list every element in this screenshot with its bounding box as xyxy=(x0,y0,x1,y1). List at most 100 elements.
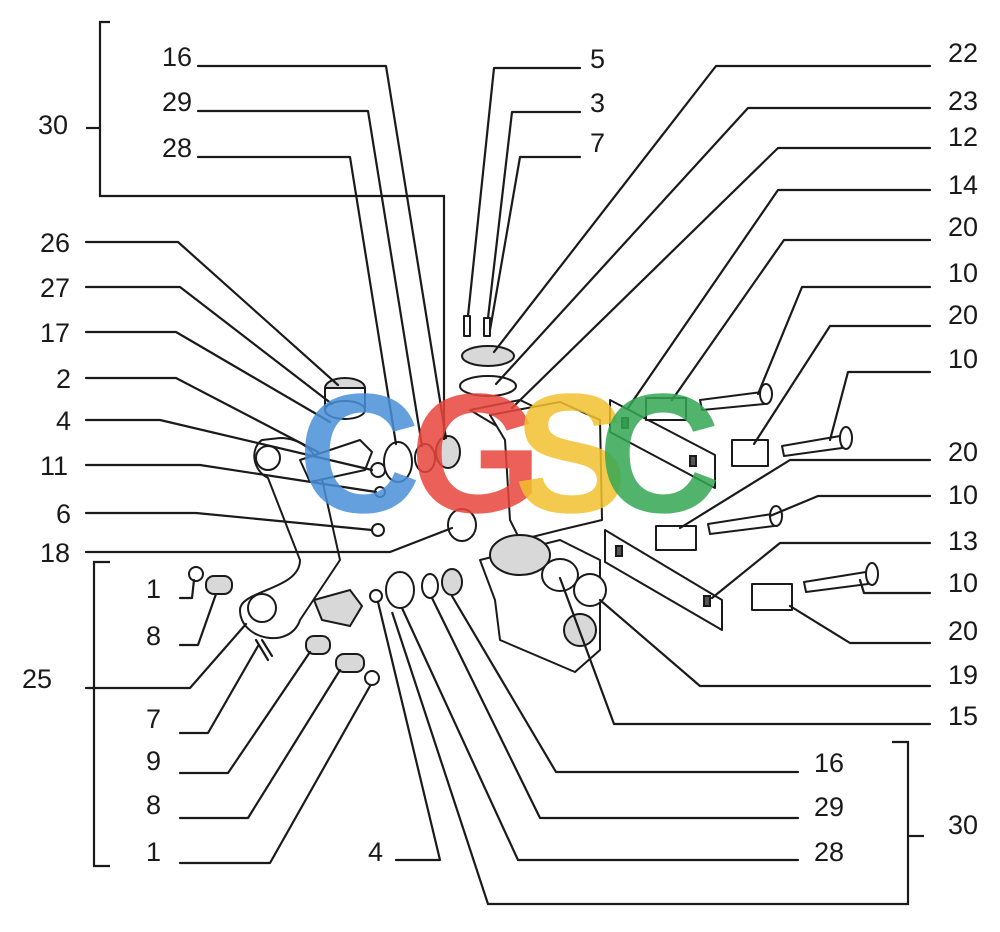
bracket-pivot-bottom xyxy=(247,593,277,623)
callout-5: 5 xyxy=(590,44,605,74)
leader-28-bot xyxy=(400,606,800,862)
block-20-d xyxy=(751,583,793,611)
callout-22: 22 xyxy=(948,38,978,68)
callout-2: 2 xyxy=(56,364,71,394)
leader-1-top xyxy=(178,578,196,600)
plate-13 xyxy=(604,529,723,631)
callout-4-left: 4 xyxy=(56,406,71,436)
bearing-16-top xyxy=(435,435,461,469)
callout-13: 13 xyxy=(948,526,978,556)
bolt-10-b xyxy=(781,435,843,457)
callout-8-bot: 8 xyxy=(146,790,161,820)
washer-28-top xyxy=(383,441,413,483)
slot-13a xyxy=(615,545,623,557)
bushing-8-top xyxy=(205,575,233,595)
callout-19: 19 xyxy=(948,660,978,690)
leader-23 xyxy=(494,106,932,386)
leader-28-top xyxy=(196,155,398,446)
bushing-9 xyxy=(305,635,331,655)
callout-17: 17 xyxy=(40,318,70,348)
bearing-16-bottom xyxy=(441,568,463,596)
block-20-b xyxy=(731,439,769,467)
pedal-foot xyxy=(312,588,364,628)
callout-20-c: 20 xyxy=(948,437,978,467)
bolt-head-10-d xyxy=(865,562,879,586)
leader-14 xyxy=(626,188,932,410)
leader-12 xyxy=(510,146,932,410)
leader-20-a xyxy=(670,238,932,402)
block-20-c xyxy=(655,525,697,551)
nut-1-top xyxy=(188,566,204,582)
screw-5 xyxy=(463,315,471,337)
leader-26 xyxy=(84,240,340,387)
callout-8-top: 8 xyxy=(146,621,161,651)
callout-15: 15 xyxy=(948,701,978,731)
callout-20-d: 20 xyxy=(948,616,978,646)
leader-3 xyxy=(486,110,582,320)
gear-stack-19 xyxy=(489,534,551,576)
gsc-watermark: C G S C xyxy=(298,359,721,549)
roller-18 xyxy=(447,508,477,542)
leader-7-top xyxy=(488,155,582,332)
callout-labels: 30 16 29 28 26 27 17 2 4 11 6 18 1 8 25 … xyxy=(22,38,978,867)
bracket-25 xyxy=(92,560,110,868)
shaft-end xyxy=(573,573,607,607)
callout-12: 12 xyxy=(948,122,978,152)
callout-10-c: 10 xyxy=(948,480,978,510)
plate-14 xyxy=(609,399,716,489)
callout-1-top: 1 xyxy=(146,574,161,604)
leader-lines xyxy=(84,20,932,906)
screw-7-left xyxy=(254,638,274,662)
nut-1-bottom xyxy=(364,670,380,686)
leader-5 xyxy=(466,66,582,318)
callout-9: 9 xyxy=(146,746,161,776)
leader-19 xyxy=(598,598,932,688)
callout-16-bot: 16 xyxy=(814,748,844,778)
watermark-letter-c2: C xyxy=(598,359,721,549)
callout-28-top: 28 xyxy=(162,133,192,163)
leader-29-bot xyxy=(430,596,800,820)
callout-10-a: 10 xyxy=(948,258,978,288)
leader-10-a xyxy=(756,285,932,396)
callout-18: 18 xyxy=(40,538,70,568)
callout-25: 25 xyxy=(22,664,52,694)
bushing-8-bottom xyxy=(335,653,365,673)
slot-14b xyxy=(689,455,697,467)
leader-8-bot xyxy=(178,668,342,820)
watermark-letter-s: S xyxy=(514,359,627,549)
callout-11: 11 xyxy=(40,451,68,481)
leader-27 xyxy=(84,285,334,406)
bracket-30-right xyxy=(390,611,910,906)
callout-29-bot: 29 xyxy=(814,792,844,822)
main-housing xyxy=(489,401,603,541)
leader-8-top xyxy=(178,592,218,647)
bracket-pivot-top xyxy=(255,445,281,471)
leader-16-top xyxy=(196,64,448,440)
callout-7-left: 7 xyxy=(146,704,161,734)
leader-25 xyxy=(84,622,248,690)
leader-4-bot xyxy=(376,600,442,862)
bolt-head-10-a xyxy=(759,383,773,405)
leader-2 xyxy=(84,376,320,454)
leader-10-d xyxy=(858,578,932,595)
spring-ring-29-top xyxy=(414,443,436,473)
bushing-cap-17 xyxy=(324,400,366,420)
leader-13 xyxy=(710,541,932,600)
callout-20-b: 20 xyxy=(948,300,978,330)
watermark-letter-c1: C xyxy=(298,359,421,549)
nut-4-bottom xyxy=(369,589,383,603)
callout-14: 14 xyxy=(948,170,978,200)
bolt-10-d xyxy=(803,571,869,593)
slot-13b xyxy=(703,595,711,607)
callout-10-b: 10 xyxy=(948,344,978,374)
leader-22 xyxy=(492,64,932,354)
leader-6 xyxy=(84,511,374,532)
leader-18 xyxy=(84,526,454,554)
leader-10-c xyxy=(768,494,932,518)
callout-20-a: 20 xyxy=(948,212,978,242)
callout-27: 27 xyxy=(40,273,70,303)
screw-3 xyxy=(483,317,491,337)
callout-23: 23 xyxy=(948,86,978,116)
leader-9 xyxy=(178,650,312,775)
